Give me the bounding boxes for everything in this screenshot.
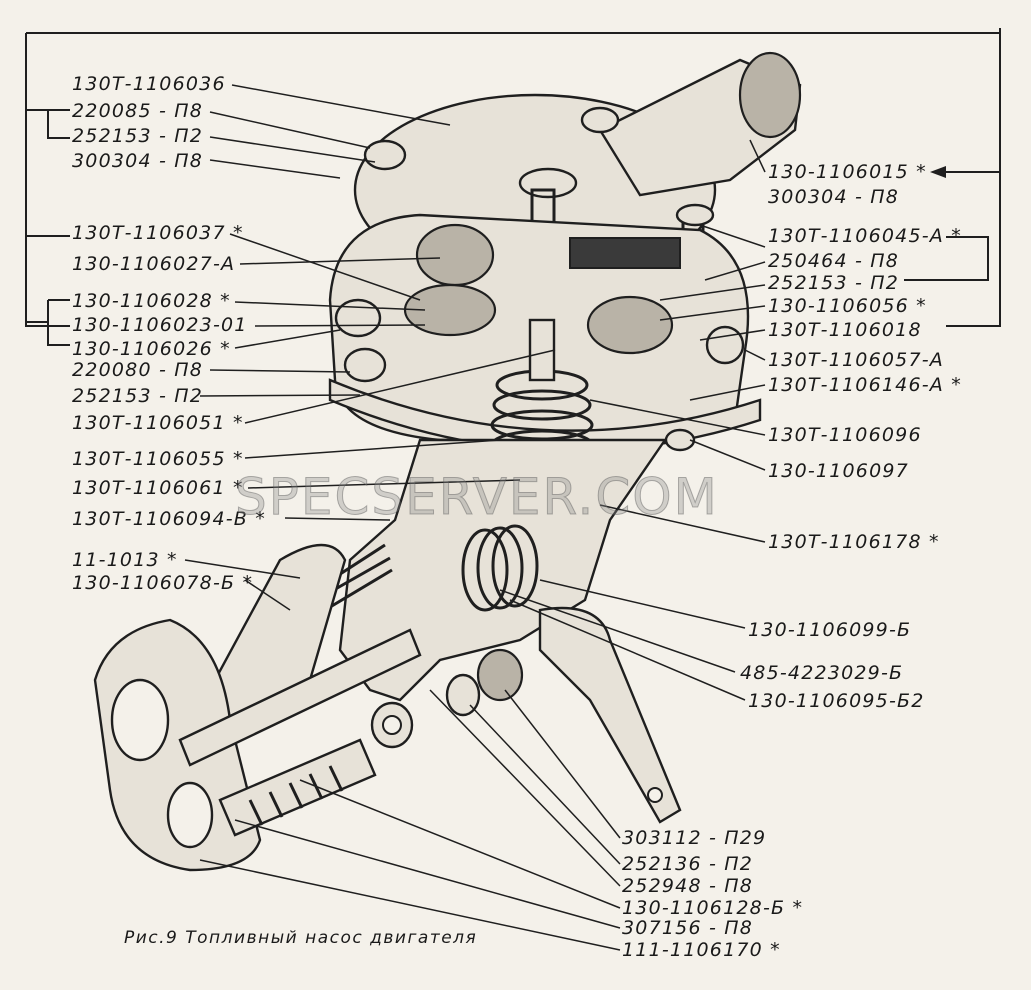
diaphragm-rod <box>528 318 556 382</box>
lever-hole-icon <box>647 787 663 803</box>
flange-hole-bottom <box>166 781 214 849</box>
label-130t-1106018: 130Т-1106018 <box>768 319 922 341</box>
right-bracket <box>904 236 989 281</box>
body-screw-right <box>705 325 745 365</box>
push-rod <box>178 628 422 767</box>
label-303112: 303112 - П29 <box>622 827 767 849</box>
lower-housing <box>338 438 668 702</box>
label-130-1106028: 130-1106028 * <box>72 290 231 312</box>
label-130-1106099-b: 130-1106099-Б <box>748 619 912 641</box>
label-130t-1106146-a: 130Т-1106146-А * <box>768 374 962 396</box>
label-130-1106097: 130-1106097 <box>768 460 909 482</box>
inlet-valve <box>415 223 495 287</box>
diaphragm <box>328 378 762 452</box>
body-screw-lower <box>343 347 387 383</box>
label-130-1106023-01: 130-1106023-01 <box>72 314 248 336</box>
left-bracket-top <box>26 109 70 139</box>
label-252948: 252948 - П8 <box>622 875 754 897</box>
return-spring <box>461 524 539 612</box>
label-130t-1106045-a: 130Т-1106045-А * <box>768 225 962 247</box>
left-bracket-mid <box>26 235 70 346</box>
nut <box>476 648 524 702</box>
label-130t-1106055: 130Т-1106055 * <box>72 448 244 470</box>
label-11-1013: 11-1013 * <box>72 549 178 571</box>
figure-caption: Рис.9 Топливный насос двигателя <box>124 928 478 948</box>
leader-lines-bottom <box>199 689 621 951</box>
cover-screw-left <box>363 139 407 171</box>
fitting-hex <box>738 51 802 139</box>
label-250464: 250464 - П8 <box>768 250 900 272</box>
valve-cage-right <box>586 295 674 355</box>
right-screw-head <box>675 203 715 227</box>
label-485-4223029-b: 485-4223029-Б <box>740 662 904 684</box>
center-screw-head <box>518 167 578 199</box>
label-130-1106056: 130-1106056 * <box>768 295 927 317</box>
label-130-1106128-b: 130-1106128-Б * <box>622 897 804 919</box>
label-130t-1106037: 130Т-1106037 * <box>72 222 244 244</box>
label-130t-1106061: 130Т-1106061 * <box>72 477 244 499</box>
label-252136: 252136 - П2 <box>622 853 754 875</box>
label-130t-1106036: 130Т-1106036 <box>72 73 226 95</box>
flange-hole-top <box>110 678 170 762</box>
watermark-text: SPECSERVER.COM <box>235 468 719 527</box>
small-spring <box>664 428 696 452</box>
label-130t-1106051: 130Т-1106051 * <box>72 412 244 434</box>
label-130t-1106094-v: 130Т-1106094-В * <box>72 508 266 530</box>
arrow-head-icon <box>930 166 946 178</box>
valve-cage-left <box>403 283 497 337</box>
label-130-1106015: 130-1106015 * <box>768 161 927 183</box>
label-130-1106095-b2: 130-1106095-Б2 <box>748 690 925 712</box>
label-252153-right: 252153 - П2 <box>768 272 900 294</box>
label-307156: 307156 - П8 <box>622 917 754 939</box>
label-130t-1106178: 130Т-1106178 * <box>768 531 940 553</box>
label-220080: 220080 - П8 <box>72 359 204 381</box>
label-220085: 220085 - П8 <box>72 100 204 122</box>
filter-screen <box>569 237 681 269</box>
bolt-boss-hole-icon <box>382 715 402 735</box>
body-screw-left <box>334 298 382 338</box>
label-130-1106078-b: 130-1106078-Б * <box>72 572 254 594</box>
label-252153-top: 252153 - П2 <box>72 125 204 147</box>
label-130-1106026: 130-1106026 * <box>72 338 231 360</box>
leader-lines-left <box>184 84 556 611</box>
priming-lever <box>538 606 682 824</box>
outer-bracket <box>25 28 1001 327</box>
label-300304-left: 300304 - П8 <box>72 150 204 172</box>
label-111-1106170: 111-1106170 * <box>622 939 781 961</box>
leader-lines-right <box>499 139 766 701</box>
label-252153-left: 252153 - П2 <box>72 385 204 407</box>
label-300304-right: 300304 - П8 <box>768 186 900 208</box>
label-130t-1106057-a: 130Т-1106057-А <box>768 349 944 371</box>
cover-screw-top <box>580 106 620 134</box>
label-130t-1106096: 130Т-1106096 <box>768 424 922 446</box>
mounting-bolt <box>218 738 377 837</box>
label-130-1106027-a: 130-1106027-А <box>72 253 236 275</box>
